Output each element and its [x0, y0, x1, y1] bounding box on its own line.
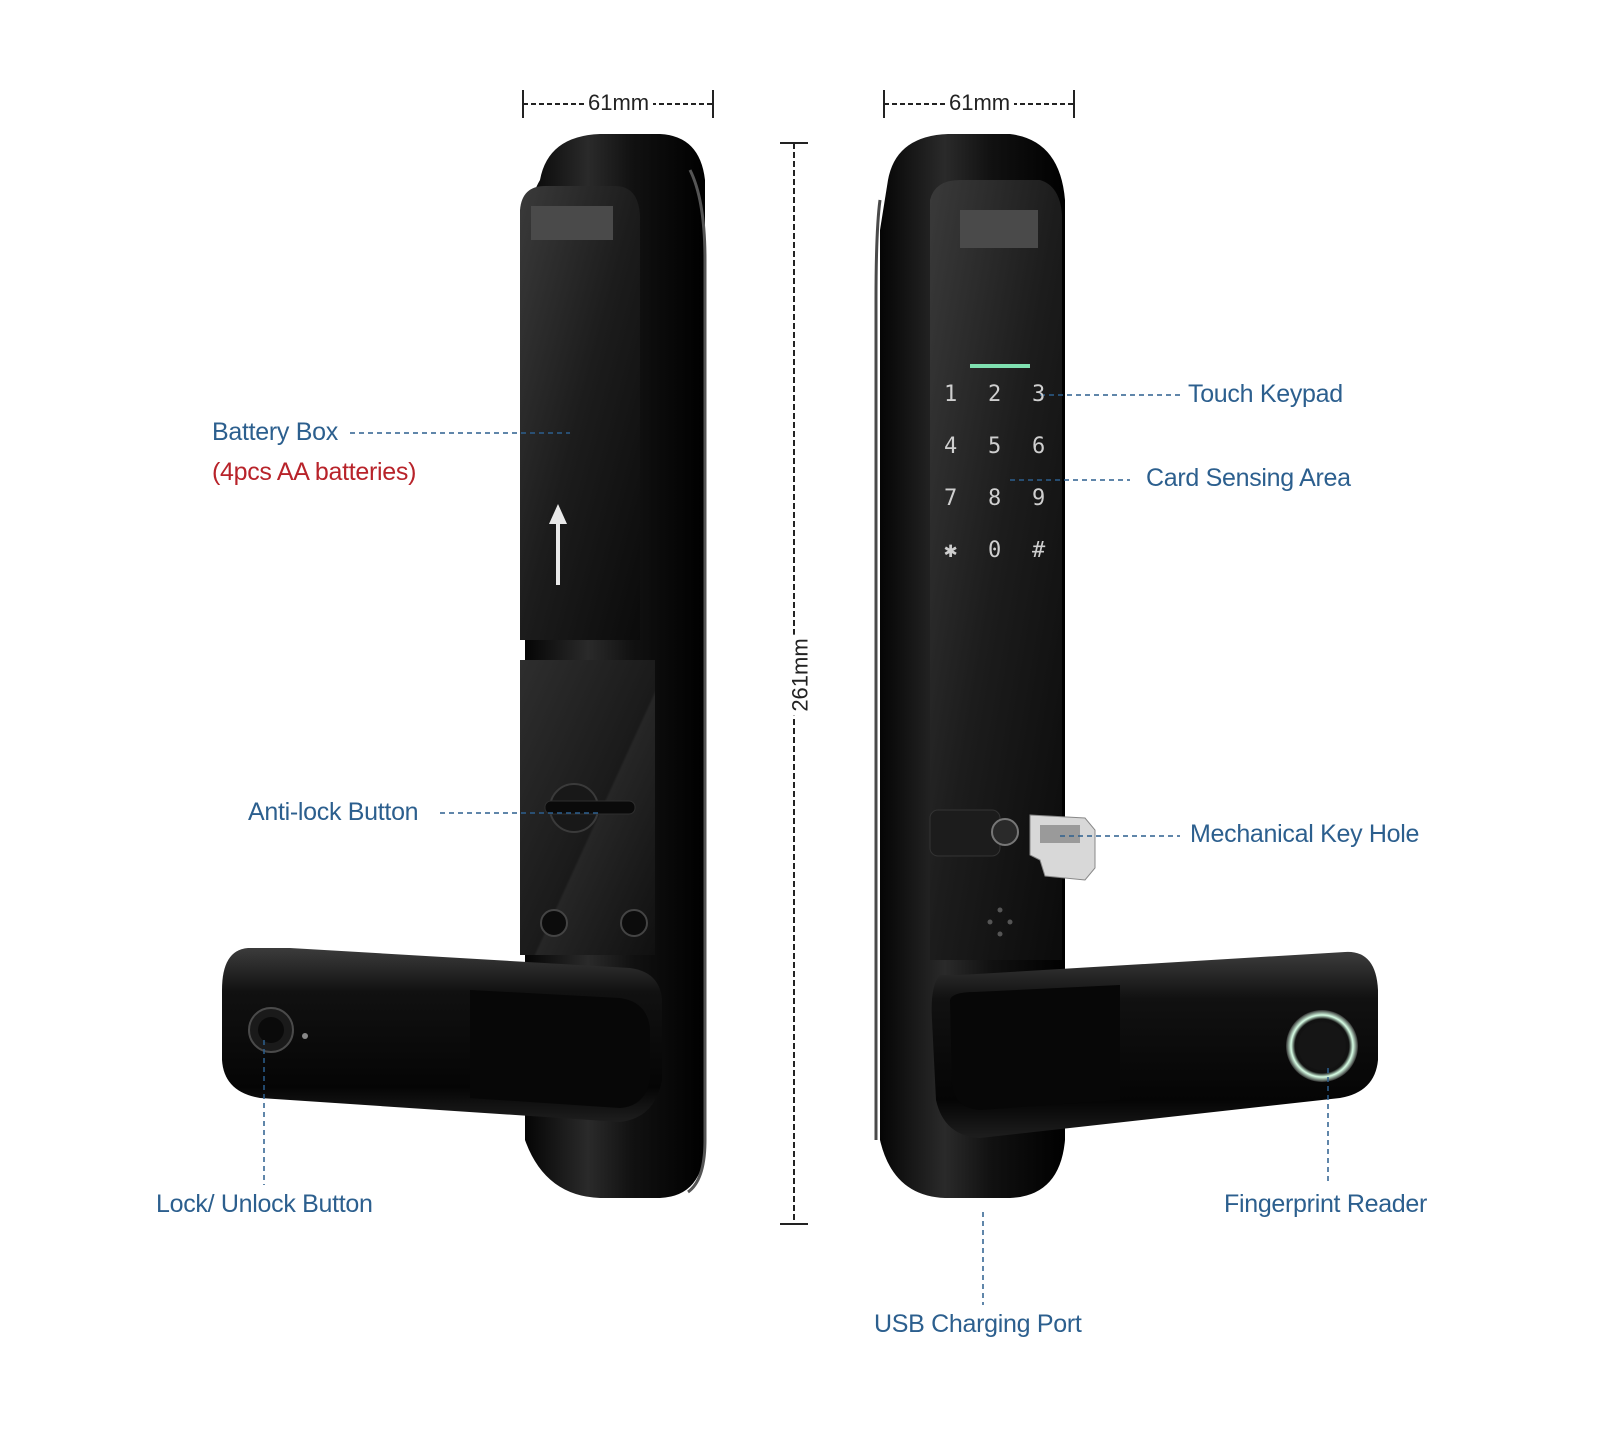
keypad-key: 9 [1032, 486, 1046, 511]
mechanical-key-hole-label: Mechanical Key Hole [1190, 820, 1420, 848]
touch-keypad-label: Touch Keypad [1188, 380, 1343, 408]
dimension-height: 261mm [787, 634, 814, 716]
battery-box-label: Battery Box [212, 418, 338, 446]
keypad-key: 2 [988, 382, 1002, 407]
speaker-grille [987, 907, 1013, 937]
touch-keypad-grid: 1 2 3 4 5 6 7 8 9 ✱ 0 # [944, 382, 1064, 572]
screw [620, 909, 648, 937]
keypad-key: 5 [988, 434, 1002, 459]
arrow-up-icon [549, 504, 567, 585]
fingerprint-reader-graphic [1286, 1010, 1358, 1082]
dimension-width-right: 61mm [945, 90, 1015, 116]
lock-unlock-button-label: Lock/ Unlock Button [156, 1190, 373, 1218]
battery-cover-window [531, 206, 613, 240]
keypad-key: 6 [1032, 434, 1046, 459]
lock-unlock-button-graphic [248, 1007, 308, 1053]
keypad-key: 3 [1032, 382, 1046, 407]
keypad-key: 8 [988, 486, 1002, 511]
keypad-key: # [1032, 538, 1046, 563]
right-lock-body [874, 134, 1378, 1198]
usb-charging-port-label: USB Charging Port [874, 1310, 1082, 1338]
fingerprint-reader-label: Fingerprint Reader [1224, 1190, 1428, 1218]
front-top-window [960, 210, 1038, 248]
screw [540, 909, 568, 937]
keypad-key: 0 [988, 538, 1002, 563]
anti-lock-button-label: Anti-lock Button [248, 798, 419, 826]
key-hole-graphic [929, 809, 1096, 881]
dimension-width-left: 61mm [584, 90, 654, 116]
keypad-key: 4 [944, 434, 958, 459]
left-lock-body [222, 134, 707, 1198]
leader-lines [263, 394, 1329, 1305]
keypad-key: 1 [944, 382, 958, 407]
battery-note-label: (4pcs AA batteries) [212, 458, 417, 486]
keypad-key: ✱ [944, 538, 958, 563]
anti-lock-knob [544, 783, 636, 833]
keypad-key: 7 [944, 486, 958, 511]
card-sensing-area-label: Card Sensing Area [1146, 464, 1351, 492]
